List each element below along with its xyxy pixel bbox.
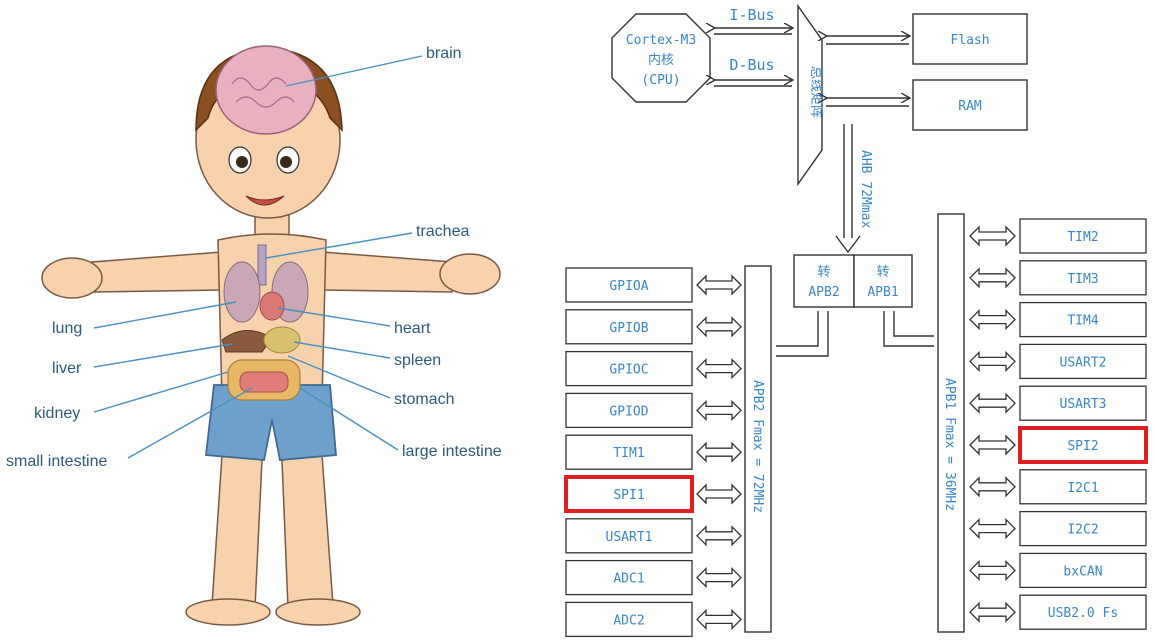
peripheral-label-i2c1: I2C1 bbox=[1067, 481, 1098, 496]
bus-connector-arrow bbox=[969, 225, 1016, 247]
bus-connector-arrow bbox=[969, 350, 1016, 372]
peripheral-block-adc1 bbox=[565, 559, 693, 596]
apb2-bus-label: APB2 Fmax = 72MHz bbox=[750, 380, 765, 513]
bus-connector-arrow bbox=[969, 518, 1016, 540]
apb2-bridge-block bbox=[793, 254, 855, 308]
peripheral-label-tim4: TIM4 bbox=[1067, 314, 1098, 329]
peripheral-block-gpioc bbox=[565, 350, 693, 387]
cpu-label-line1: Cortex-M3 bbox=[626, 33, 696, 48]
peripheral-label-spi1: SPI1 bbox=[613, 488, 644, 503]
apb2-peripheral-list: GPIOA GPIOB GPIOC GPIOD TIM1SPI1USART1ADC1AD… bbox=[564, 267, 742, 638]
stm32-block-diagram: Cortex-M3 内核 (CPU) I-Bus D-Bus 总线矩阵 Flas… bbox=[564, 3, 1148, 638]
anatomy-illustration: brain trachea lung heart liver spleen ki… bbox=[6, 45, 502, 626]
peripheral-block-bxcan bbox=[1019, 552, 1147, 589]
peripheral-label-adc2: ADC2 bbox=[613, 613, 644, 628]
apb2-bus-bar bbox=[744, 265, 772, 633]
apb1-bridge-block bbox=[853, 254, 913, 308]
peripheral-block-tim3 bbox=[1019, 260, 1147, 296]
label-trachea: trachea bbox=[416, 223, 469, 240]
bus-connector-arrow bbox=[969, 392, 1016, 414]
peripheral-label-tim1: TIM1 bbox=[613, 446, 644, 461]
flash-label: Flash bbox=[950, 33, 989, 48]
peripheral-block-gpiob bbox=[565, 309, 693, 345]
apb1-bus-label: APB1 Fmax = 36MHz bbox=[942, 378, 957, 511]
peripheral-label-i2c2: I2C2 bbox=[1067, 523, 1098, 538]
peripheral-label-usart3: USART3 bbox=[1060, 397, 1107, 412]
apb1-bridge-line1: 转 bbox=[876, 265, 889, 280]
peripheral-block-usart1 bbox=[565, 518, 693, 554]
label-brain: brain bbox=[426, 45, 462, 62]
label-spleen: spleen bbox=[394, 352, 441, 369]
peripheral-label-gpioc: GPIOC bbox=[609, 363, 648, 378]
bus-connector-arrow bbox=[696, 608, 742, 630]
bus-connector-arrow bbox=[696, 567, 742, 589]
ram-block bbox=[912, 79, 1028, 131]
peripheral-block-i2c2 bbox=[1019, 510, 1147, 547]
label-liver: liver bbox=[52, 360, 82, 377]
cpu-core-block bbox=[611, 13, 711, 103]
peripheral-label-gpiod: GPIOD bbox=[609, 404, 648, 419]
ahb-label: AHB 72Mmax bbox=[858, 150, 873, 228]
bus-connector-arrow bbox=[969, 559, 1016, 581]
peripheral-block-gpiod bbox=[565, 392, 693, 429]
bus-connector-arrow bbox=[696, 525, 742, 547]
peripheral-block-usart2 bbox=[1019, 343, 1147, 380]
peripheral-block-tim1 bbox=[565, 434, 693, 470]
peripheral-block-spi1-highlighted bbox=[564, 475, 694, 513]
bus-connector-arrow bbox=[696, 399, 742, 421]
peripheral-label-gpioa: GPIOA bbox=[609, 279, 648, 294]
bus-connector-arrow bbox=[696, 483, 742, 505]
bus-connector-arrow bbox=[969, 601, 1016, 623]
label-large-intestine: large intestine bbox=[402, 443, 502, 460]
bus-matrix-block bbox=[797, 3, 823, 187]
peripheral-label-spi2: SPI2 bbox=[1067, 439, 1098, 454]
peripheral-block-i2c1 bbox=[1019, 469, 1147, 505]
label-stomach: stomach bbox=[394, 391, 454, 408]
bus-connector-arrow bbox=[969, 267, 1016, 289]
apb2-bridge-line1: 转 bbox=[817, 265, 830, 280]
cpu-label-line2: 内核 bbox=[648, 52, 674, 68]
label-lung: lung bbox=[52, 320, 82, 337]
ibus-label: I-Bus bbox=[729, 6, 774, 24]
apb1-bridge-line2: APB1 bbox=[867, 285, 898, 300]
peripheral-block-usart3 bbox=[1019, 385, 1147, 421]
peripheral-block-usb2-0-fs bbox=[1019, 594, 1147, 630]
bus-connector-arrow bbox=[696, 316, 742, 338]
peripheral-label-tim2: TIM2 bbox=[1067, 230, 1098, 245]
peripheral-label-usart2: USART2 bbox=[1060, 355, 1107, 370]
bus-matrix-label: 总线矩阵 bbox=[808, 66, 823, 118]
peripheral-block-tim4 bbox=[1019, 301, 1147, 338]
flash-block bbox=[912, 13, 1028, 65]
bus-connector-arrow bbox=[969, 434, 1016, 456]
dbus-label: D-Bus bbox=[729, 56, 774, 74]
peripheral-label-bxcan: bxCAN bbox=[1063, 564, 1102, 579]
peripheral-label-adc1: ADC1 bbox=[613, 572, 644, 587]
label-heart: heart bbox=[394, 320, 431, 337]
label-kidney: kidney bbox=[34, 405, 80, 422]
bus-connector-arrow bbox=[969, 309, 1016, 331]
bus-connector-arrow bbox=[696, 274, 742, 296]
ram-label: RAM bbox=[958, 99, 982, 114]
peripheral-block-spi2-highlighted bbox=[1018, 426, 1148, 464]
cpu-label-line3: (CPU) bbox=[641, 73, 680, 88]
apb1-bus-bar bbox=[937, 213, 965, 633]
label-small-intestine: small intestine bbox=[6, 453, 107, 470]
peripheral-block-tim2 bbox=[1019, 218, 1147, 254]
peripheral-label-tim3: TIM3 bbox=[1067, 272, 1098, 287]
bus-connector-arrow bbox=[696, 358, 742, 380]
peripheral-block-adc2 bbox=[565, 601, 693, 638]
peripheral-label-usart1: USART1 bbox=[606, 530, 653, 545]
bus-connector-arrow bbox=[696, 441, 742, 463]
peripheral-label-usb2-0-fs: USB2.0 Fs bbox=[1048, 606, 1118, 621]
peripheral-block-gpioa bbox=[565, 267, 693, 303]
apb2-bridge-line2: APB2 bbox=[808, 285, 839, 300]
peripheral-label-gpiob: GPIOB bbox=[609, 321, 648, 336]
bus-connector-arrow bbox=[969, 476, 1016, 498]
